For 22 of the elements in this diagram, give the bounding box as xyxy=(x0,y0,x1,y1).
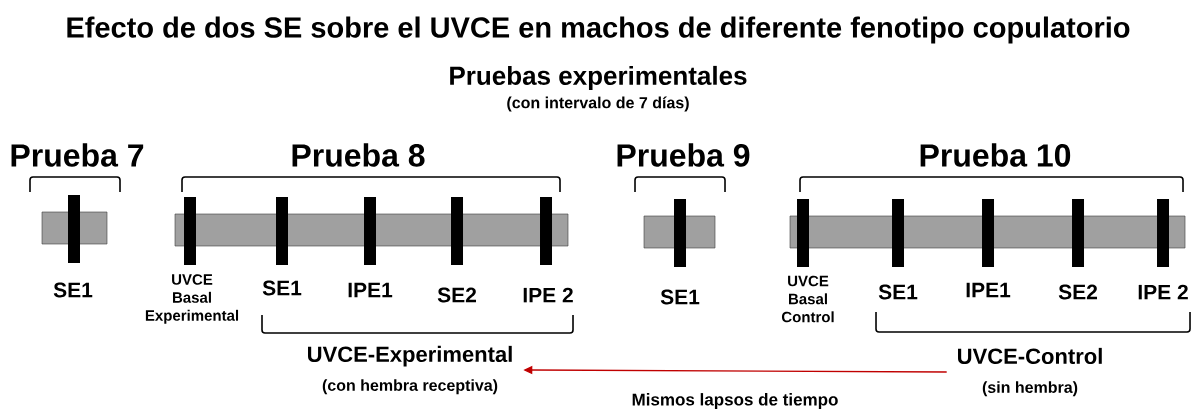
tick-label: IPE1 xyxy=(966,282,1011,298)
heading: Pruebas experimentales xyxy=(450,65,747,91)
trial-heading: Prueba 7 xyxy=(11,143,144,167)
tick-label: SE1 xyxy=(660,289,700,305)
group-label: UVCE-Experimental (con hembra receptiva) xyxy=(308,345,512,395)
tick-label: IPE1 xyxy=(348,282,393,298)
trial-heading: Prueba 10 xyxy=(920,143,1071,167)
tick-label: SE1 xyxy=(53,282,93,298)
group-label: UVCE-Control (sin hembra) xyxy=(958,347,1102,397)
tick-label: IPE 2 xyxy=(523,287,573,303)
tick-label: SE1 xyxy=(262,280,302,296)
tick-label: SE2 xyxy=(1058,284,1097,300)
trial-heading: Prueba 8 xyxy=(292,143,425,167)
tick-label: SE2 xyxy=(437,287,476,303)
edge-label: Mismos lapsos de tiempo xyxy=(632,393,838,409)
trial-heading: Prueba 9 xyxy=(617,143,750,167)
tick-label: UVCE Basal Control xyxy=(781,275,834,323)
title: Efecto de dos SE sobre el UVCE en machos de diferente fenotipo copulatorio xyxy=(67,16,1130,44)
note: (con intervalo de 7 días) xyxy=(507,96,689,112)
tick-label: IPE 2 xyxy=(1138,284,1188,300)
tick-label: UVCE Basal Experimental xyxy=(145,274,239,324)
tick-label: SE1 xyxy=(878,284,918,300)
